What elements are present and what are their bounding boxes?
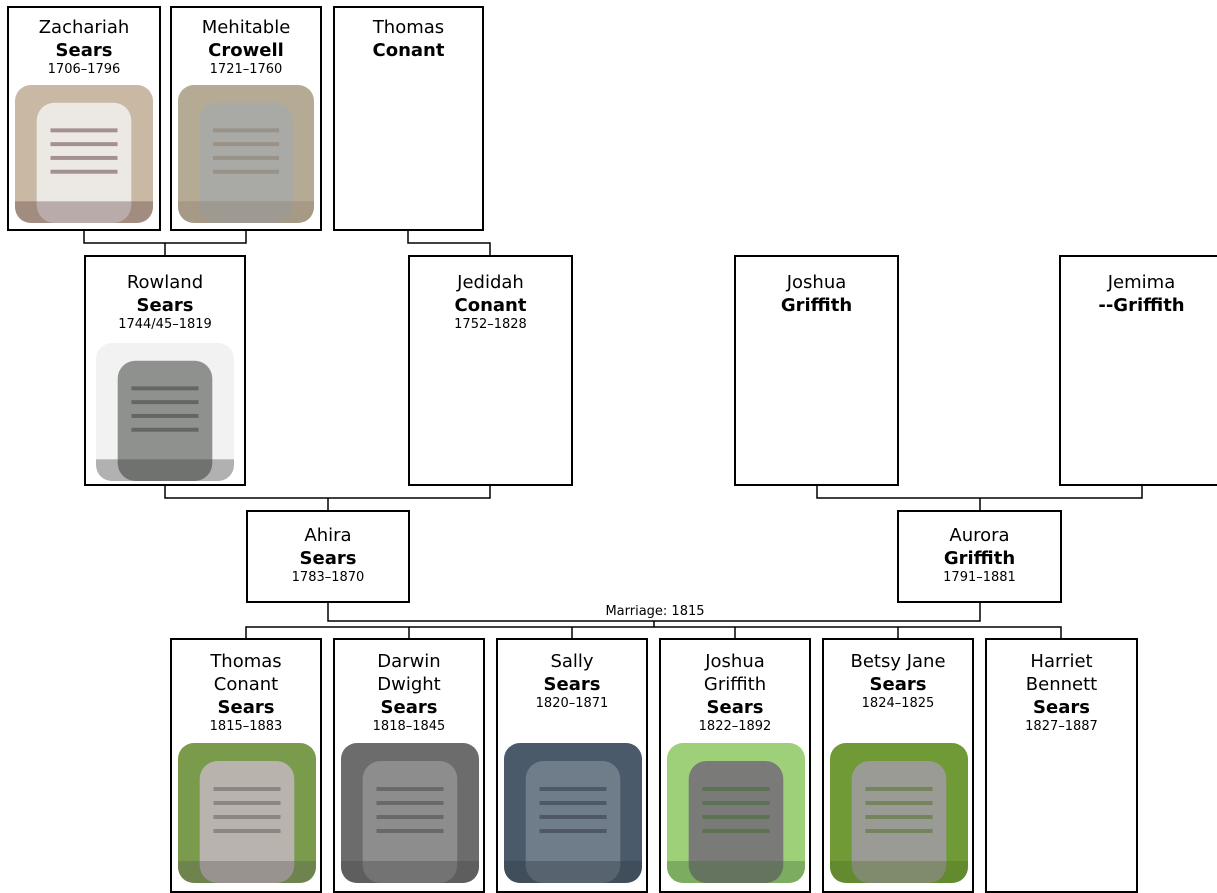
gravestone-photo — [830, 743, 968, 883]
last-name: Sears — [1033, 697, 1090, 718]
life-dates: 1822–1892 — [698, 719, 772, 734]
first-name: Rowland — [126, 272, 204, 293]
gravestone-photo — [96, 343, 234, 481]
first-name: Dwight — [377, 674, 441, 695]
last-name: Sears — [380, 697, 438, 718]
last-name: Griffith — [943, 548, 1016, 569]
first-name: Darwin — [377, 651, 441, 672]
last-name: Sears — [543, 674, 601, 695]
gravestone-photo — [667, 743, 805, 883]
last-name: Crowell — [208, 40, 284, 61]
life-dates: 1820–1871 — [535, 696, 609, 711]
gravestone-photo — [178, 743, 316, 883]
life-dates: 1818–1845 — [372, 719, 446, 734]
person-name: Jemima--Griffith — [1061, 257, 1217, 317]
first-name: Joshua — [705, 651, 765, 672]
last-name: Sears — [299, 548, 357, 569]
last-name: Conant — [372, 40, 445, 61]
person-card[interactable]: Jemima--Griffith — [1059, 255, 1217, 486]
last-name: Sears — [55, 40, 113, 61]
first-name: Mehitable — [201, 17, 291, 38]
gravestone-photo — [15, 85, 153, 223]
life-dates: 1706–1796 — [47, 62, 121, 77]
gravestone-photo — [178, 85, 314, 223]
first-name: Conant — [213, 674, 279, 695]
life-dates: 1783–1870 — [291, 570, 365, 585]
first-name: Thomas — [210, 651, 282, 672]
first-name: Betsy Jane — [850, 651, 946, 672]
life-dates: 1824–1825 — [861, 696, 935, 711]
first-name: Ahira — [304, 525, 352, 546]
marriage-label: Marriage: 1815 — [605, 604, 705, 619]
life-dates: 1815–1883 — [209, 719, 283, 734]
first-name: Joshua — [786, 272, 847, 293]
last-name: Griffith — [780, 295, 853, 316]
life-dates: 1791–1881 — [943, 570, 1016, 585]
first-name: Harriet — [1030, 651, 1093, 672]
first-name: Sally — [550, 651, 594, 672]
life-dates: 1827–1887 — [1025, 719, 1098, 734]
first-name: Zachariah — [38, 17, 130, 38]
first-name: Griffith — [703, 674, 767, 695]
life-dates: 1721–1760 — [209, 62, 283, 77]
first-name: Bennett — [1025, 674, 1098, 695]
gravestone-photo — [504, 743, 642, 883]
last-name: Sears — [706, 697, 764, 718]
life-dates: 1744/45–1819 — [118, 317, 212, 332]
last-name: Sears — [869, 674, 927, 695]
first-name: Jemima — [1107, 272, 1176, 293]
last-name: Conant — [454, 295, 527, 316]
last-name: --Griffith — [1098, 295, 1185, 316]
gravestone-photo — [341, 743, 479, 883]
first-name: Thomas — [372, 17, 445, 38]
first-name: Aurora — [949, 525, 1010, 546]
life-dates: 1752–1828 — [454, 317, 527, 332]
last-name: Sears — [136, 295, 194, 316]
first-name: Jedidah — [457, 272, 524, 293]
last-name: Sears — [217, 697, 275, 718]
